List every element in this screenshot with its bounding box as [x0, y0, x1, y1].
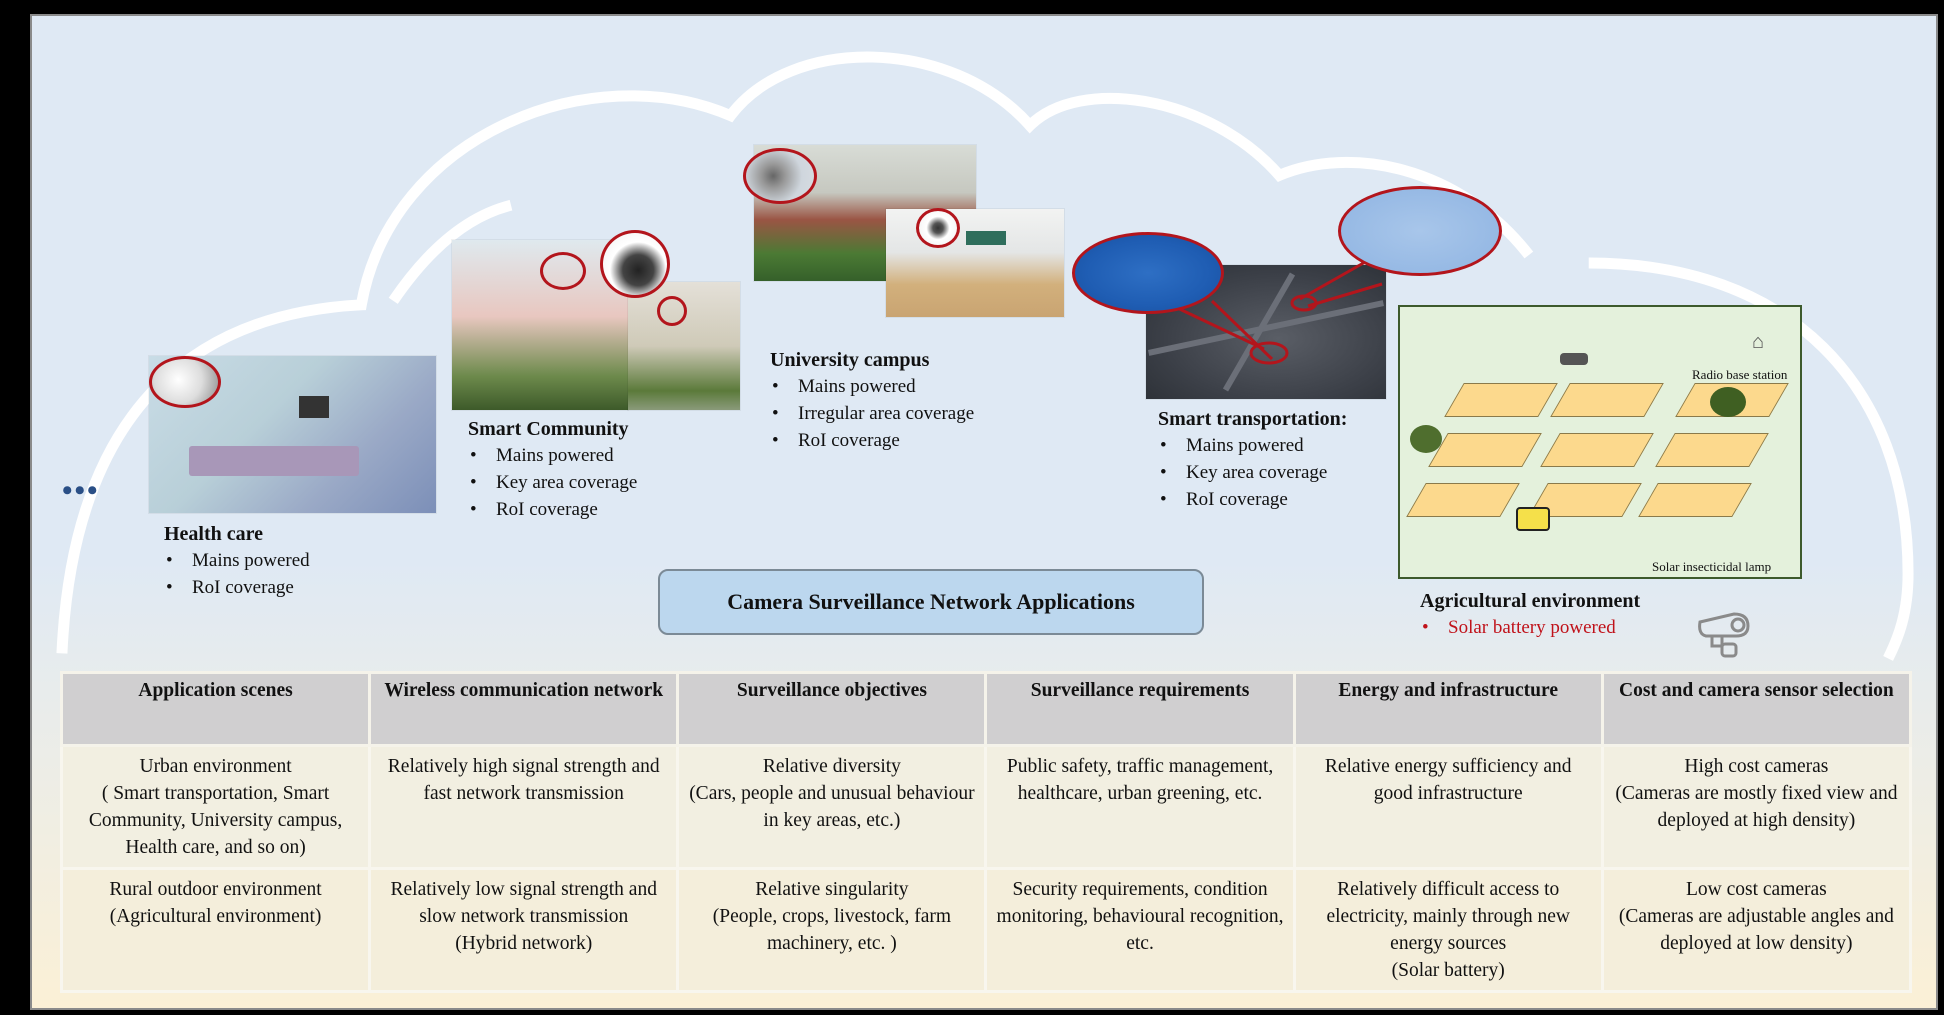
cloud-outline [56, 51, 1914, 661]
cctv-camera-icon [1698, 612, 1750, 658]
crop-plot [1638, 483, 1752, 517]
table-cell: Relatively low signal strength and slow … [368, 867, 680, 993]
traffic-camera-highlight [1072, 232, 1224, 314]
table-cell: Relative singularity (People, crops, liv… [676, 867, 988, 993]
pole-camera-highlight-2 [657, 296, 687, 326]
agricultural-environment-label: Agricultural environment Solar battery p… [1420, 588, 1640, 641]
dome-camera-highlight [149, 356, 221, 408]
scene-bullet: Mains powered [1158, 432, 1347, 459]
table-cell: Low cost cameras (Cameras are adjustable… [1600, 867, 1913, 993]
column-header: Wireless communication network [368, 671, 680, 747]
tree-icon [1410, 425, 1442, 453]
table-cell: Rural outdoor environment (Agricultural … [59, 867, 372, 993]
scene-bullet: Mains powered [468, 442, 637, 469]
scene-bullet: Irregular area coverage [770, 400, 974, 427]
scene-title: University campus [770, 349, 930, 371]
tree-icon [1710, 387, 1746, 417]
table-cell: Urban environment ( Smart transportation… [59, 744, 372, 870]
scene-bullet: Key area coverage [468, 469, 637, 496]
solar-lamp-label: Solar insecticidal lamp [1652, 559, 1772, 574]
crop-plot [1428, 433, 1542, 467]
table-cell: Security requirements, condition monitor… [984, 867, 1296, 993]
classroom-photo [886, 209, 1064, 317]
column-header: Energy and infrastructure [1292, 671, 1604, 747]
university-campus-label: University campus Mains powered Irregula… [770, 347, 974, 454]
crop-plot [1540, 433, 1654, 467]
scene-bullet: Solar battery powered [1420, 614, 1640, 641]
agricultural-diagram: ⌂ Radio base station Solar insecticidal … [1398, 305, 1802, 579]
crop-plot [1550, 383, 1664, 417]
drone-icon [1560, 353, 1588, 365]
scene-bullet: RoI coverage [468, 496, 637, 523]
more-scenes-ellipsis: ••• [62, 474, 100, 507]
column-header: Cost and camera sensor selection [1600, 671, 1913, 747]
table-cell: High cost cameras (Cameras are mostly fi… [1600, 744, 1913, 870]
scene-title: Agricultural environment [1420, 590, 1641, 612]
classroom-dome-camera-highlight [916, 208, 960, 248]
tractor-icon [1516, 507, 1550, 531]
crop-plot [1444, 383, 1558, 417]
table-header-row: Application scenes Wireless communicatio… [59, 671, 1913, 747]
scene-bullet: Key area coverage [1158, 459, 1347, 486]
figure-title-box: Camera Surveillance Network Applications [658, 569, 1204, 635]
table-row: Rural outdoor environment (Agricultural … [59, 867, 1913, 993]
scene-bullet: RoI coverage [770, 427, 974, 454]
crop-plot [1406, 483, 1520, 517]
table-cell: Public safety, traffic management, healt… [984, 744, 1296, 870]
scene-bullet: RoI coverage [164, 574, 310, 601]
table-row: Urban environment ( Smart transportation… [59, 744, 1913, 870]
applications-comparison-table: Application scenes Wireless communicatio… [59, 671, 1913, 993]
table-cell: Relative diversity (Cars, people and unu… [676, 744, 988, 870]
column-header: Surveillance requirements [984, 671, 1296, 747]
scene-bullet: Mains powered [770, 373, 974, 400]
scene-title: Smart Community [468, 418, 629, 440]
column-header: Surveillance objectives [676, 671, 988, 747]
scene-title: Smart transportation: [1158, 408, 1348, 430]
radio-tower-icon: ⌂ [1752, 331, 1765, 353]
scene-title: Health care [164, 523, 264, 545]
crop-plot [1655, 433, 1769, 467]
smart-transportation-label: Smart transportation: Mains powered Key … [1158, 406, 1347, 513]
scene-bullet: RoI coverage [1158, 486, 1347, 513]
health-care-label: Health care Mains powered RoI coverage [164, 521, 310, 601]
traffic-camera-highlight-2 [1338, 186, 1502, 276]
smart-community-label: Smart Community Mains powered Key area c… [468, 416, 637, 523]
column-header: Application scenes [59, 671, 372, 747]
scene-bullet: Mains powered [164, 547, 310, 574]
figure-canvas: ••• Health care Mains powered RoI covera… [30, 14, 1938, 1010]
table-cell: Relatively difficult access to electrici… [1292, 867, 1604, 993]
table-cell: Relative energy sufficiency and good inf… [1292, 744, 1604, 870]
table-cell: Relatively high signal strength and fast… [368, 744, 680, 870]
campus-ptz-camera-highlight [743, 148, 817, 204]
radio-base-station-label: Radio base station [1692, 367, 1788, 382]
ptz-camera-highlight [600, 230, 670, 298]
pole-camera-highlight [540, 252, 586, 290]
